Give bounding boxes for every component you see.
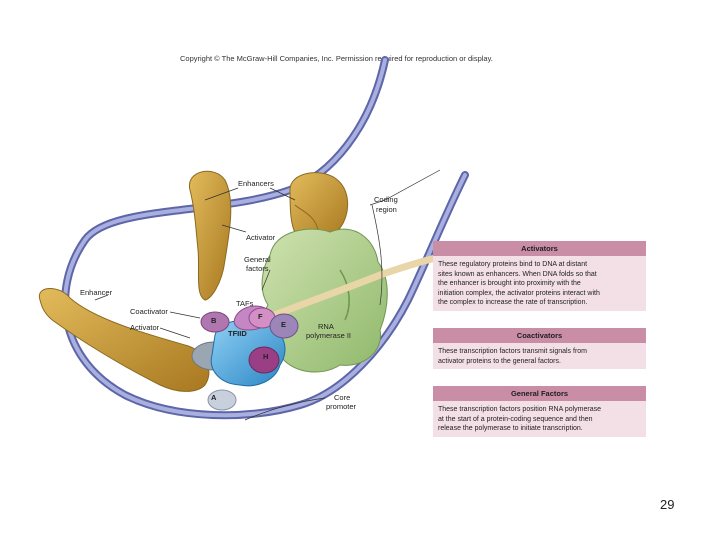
activators-box-body: These regulatory proteins bind to DNA at… xyxy=(433,256,646,311)
activators-box-line: the complex to increase the rate of tran… xyxy=(438,299,588,307)
factor-e-label: E xyxy=(281,320,287,329)
annotation-lines xyxy=(94,169,441,421)
activators-box-line: initiation complex, the activator protei… xyxy=(438,289,600,297)
factor-h-label: H xyxy=(263,352,269,361)
coactivators-box-line: activator proteins to the general factor… xyxy=(438,357,561,365)
general-factors-box: General Factors These transcription fact… xyxy=(433,386,646,437)
factor-b xyxy=(200,311,230,333)
core-promoter-label-line1: Core xyxy=(334,393,351,402)
rna-polymerase-label-line1: RNA xyxy=(318,322,334,331)
general-factors-box-line: at the start of a protein-coding sequenc… xyxy=(438,415,593,423)
rna-polymerase-label-line2: polymerase II xyxy=(306,331,352,340)
general-factors-box-line: release the polymerase to initiate trans… xyxy=(438,425,583,433)
factor-a xyxy=(207,389,237,411)
general-factors-label-line1: General xyxy=(244,255,271,264)
activators-box-line: sites known as enhancers. When DNA folds… xyxy=(438,270,597,278)
enhancer-label: Enhancer xyxy=(80,288,113,297)
general-factors-box-body: These transcription factors position RNA… xyxy=(433,401,646,437)
general-factors-label-line2: factors xyxy=(246,264,269,273)
activators-box-line: the enhancer is brought into proximity w… xyxy=(438,280,581,288)
rna-polymerase-ii xyxy=(261,228,388,373)
activator-protein-left xyxy=(38,288,210,392)
coactivators-box-body: These transcription factors transmit sig… xyxy=(433,343,646,370)
coactivators-box: Coactivators These transcription factors… xyxy=(433,328,646,370)
activators-box-title: Activators xyxy=(433,241,646,256)
tafs-label: TAFs xyxy=(236,299,254,308)
enhancers-label: Enhancers xyxy=(238,179,274,188)
copyright-notice: Copyright © The McGraw-Hill Companies, I… xyxy=(180,54,493,63)
tfiid-label: TFIID xyxy=(228,329,247,338)
core-promoter-label-line2: promoter xyxy=(326,402,357,411)
coding-region-label-line1: Coding xyxy=(374,195,398,204)
coactivator-label: Coactivator xyxy=(130,307,168,316)
general-factors-box-title: General Factors xyxy=(433,386,646,401)
activators-box-line: These regulatory proteins bind to DNA at… xyxy=(438,261,588,268)
coactivators-box-title: Coactivators xyxy=(433,328,646,343)
factor-e xyxy=(269,313,299,339)
page-number: 29 xyxy=(660,497,675,512)
factor-b-label: B xyxy=(211,316,217,325)
activator-protein-top xyxy=(189,170,349,301)
activator-top-label: Activator xyxy=(246,233,276,242)
factor-a-label: A xyxy=(211,393,217,402)
general-factors-box-line: These transcription factors position RNA… xyxy=(438,406,602,413)
activators-box: Activators These regulatory proteins bin… xyxy=(433,241,646,311)
factor-h xyxy=(248,346,280,374)
coding-region-label-line2: region xyxy=(376,205,397,214)
factor-f-label: F xyxy=(258,312,263,321)
coactivators-box-line: These transcription factors transmit sig… xyxy=(438,348,587,355)
activator-left-label: Activator xyxy=(130,323,160,332)
